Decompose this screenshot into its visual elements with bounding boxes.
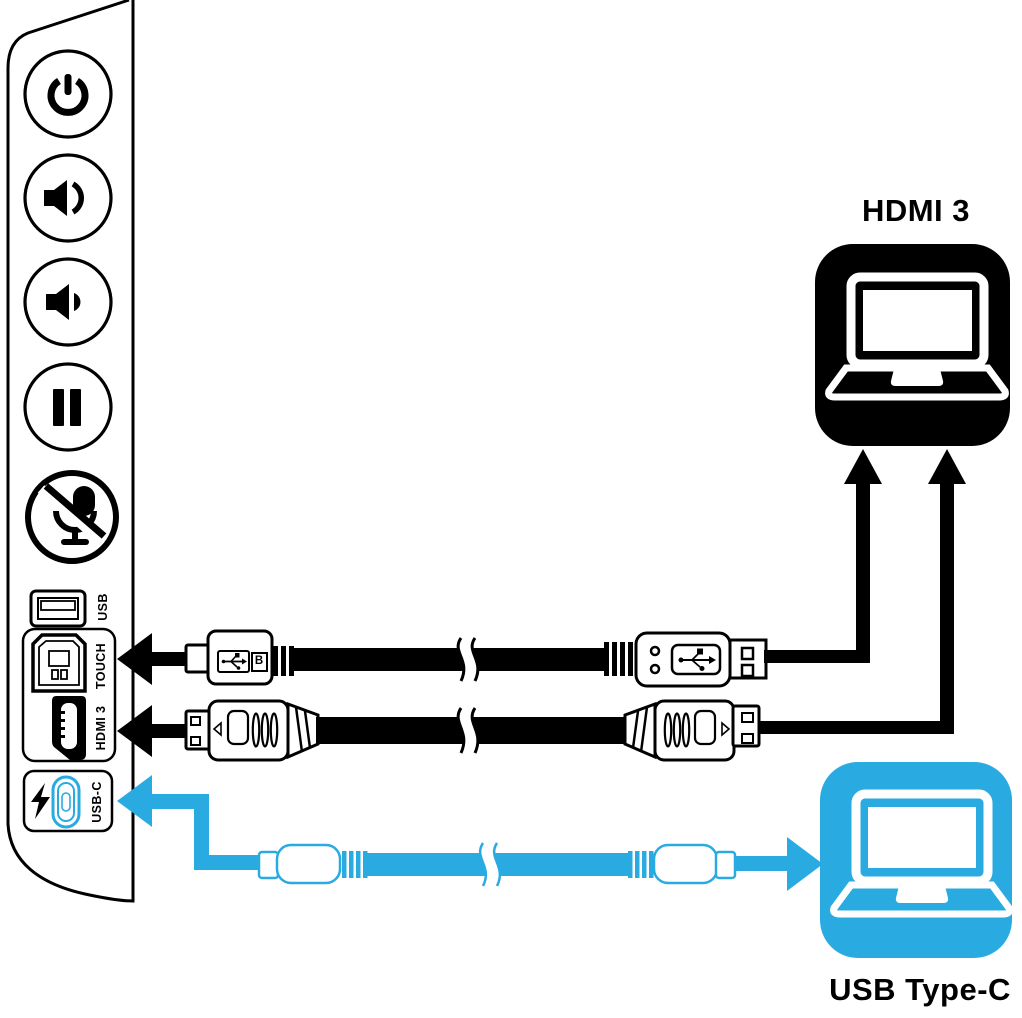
volume-down-button	[23, 257, 113, 347]
hdmi-laptop-label: HDMI 3	[861, 193, 971, 228]
arrow-to-hdmi-laptop-left	[764, 449, 882, 663]
power-button	[23, 49, 113, 139]
lightning-icon	[31, 783, 50, 819]
hdmi-plug-right	[623, 699, 761, 762]
volume-up-icon	[44, 180, 84, 216]
arrow-to-usb-c-port	[117, 775, 264, 870]
pause-icon	[53, 389, 81, 426]
arrow-to-hdmi-laptop-right	[758, 449, 966, 734]
mic-mute-icon	[37, 483, 107, 545]
usb-c-port-label: USB-C	[90, 781, 104, 823]
hdmi-port	[52, 696, 86, 760]
usb-c-cable	[117, 775, 823, 891]
usb-c-laptop	[820, 762, 1013, 958]
laptop-icon	[830, 789, 1013, 918]
pause-button	[23, 362, 113, 452]
usb-c-plug-right	[628, 843, 737, 885]
usb-a-plug	[604, 631, 768, 688]
hdmi-laptop	[815, 244, 1010, 446]
hdmi-cable	[117, 449, 966, 762]
usb-c-plug-left	[257, 843, 368, 885]
hdmi-plug-left	[184, 699, 320, 762]
usb-trident-icon	[221, 653, 247, 670]
cable-break-mark	[456, 634, 480, 684]
arrow-to-hdmi-port	[117, 705, 188, 757]
arrow-to-usb-c-laptop	[734, 837, 823, 891]
usb-c-port	[22, 769, 114, 833]
volume-up-button	[23, 153, 113, 243]
touch-usb-cable	[117, 449, 882, 688]
usb-c-receptacle-icon	[51, 775, 81, 829]
power-icon	[47, 74, 89, 116]
cable-break-mark	[456, 704, 480, 756]
hdmi-port-label: HDMI 3	[94, 705, 108, 751]
usb-b-plug-marker: B	[254, 655, 264, 667]
usb-b-plug	[184, 629, 294, 686]
usb-c-laptop-label: USB Type-C	[829, 972, 1011, 1007]
mic-mute-button	[25, 470, 119, 564]
usb-cable-run	[294, 648, 604, 671]
cable-break-mark	[478, 839, 502, 889]
laptop-icon	[825, 272, 1009, 401]
touch-port	[31, 633, 87, 693]
volume-down-icon	[46, 284, 81, 320]
arrow-to-touch-port	[117, 633, 188, 685]
usb-a-port	[29, 589, 87, 628]
usb-trident-icon	[678, 648, 716, 671]
